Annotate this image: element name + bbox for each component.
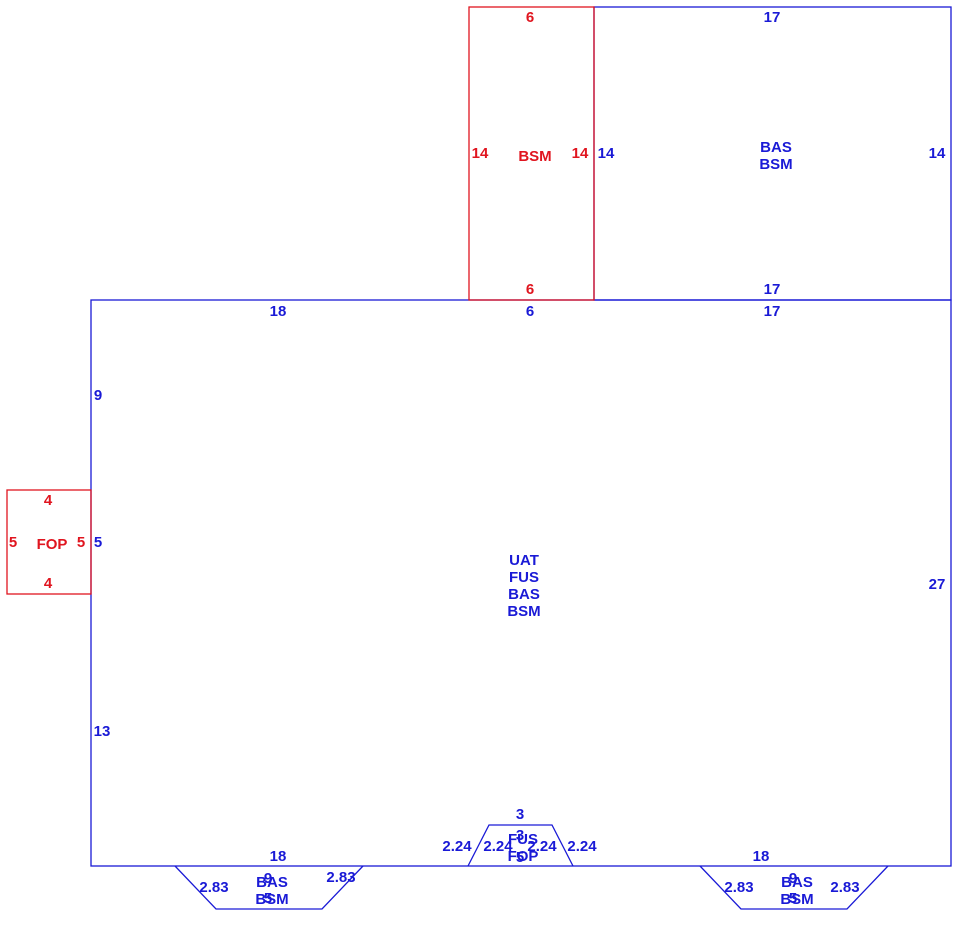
- main-left-upper-dim: 9: [94, 387, 102, 404]
- main-bottom-left-dim: 18: [270, 848, 287, 865]
- bay-right-outline: [699, 865, 889, 910]
- bsm-annex-code: BSM: [518, 148, 551, 165]
- bay-center-code-1: FUS: [508, 831, 538, 848]
- bas-wing-bottom-dim: 17: [764, 281, 781, 298]
- bas-wing-code-2: BSM: [759, 156, 792, 173]
- bay-center-outer-right-dim: 2.24: [567, 838, 597, 855]
- main-top-mid-dim: 6: [526, 303, 534, 320]
- fop-left-dim: 5: [9, 534, 17, 551]
- bay-left-code-2: BSM: [255, 891, 288, 908]
- fop-right-dim: 5: [77, 534, 85, 551]
- bay-right-right-dim: 2.83: [830, 879, 859, 896]
- main-left-fop-dim: 5: [94, 534, 102, 551]
- bas-wing-top-dim: 17: [764, 9, 781, 26]
- main-bottom-right-dim: 18: [753, 848, 770, 865]
- bay-left-bottom-dim: 5: [264, 890, 272, 907]
- bay-left-outline: [174, 865, 364, 910]
- bsm-annex-left-dim: 14: [472, 145, 489, 162]
- bay-left-left-dim: 2.83: [199, 879, 228, 896]
- bay-center-outline: [467, 824, 574, 867]
- main-left-lower-dim: 13: [94, 723, 111, 740]
- bay-left-code-1: BAS: [256, 874, 288, 891]
- bas-wing-left-dim: 14: [598, 145, 615, 162]
- bay-right-code-1: BAS: [781, 874, 813, 891]
- bay-left-top-dim: 9: [264, 870, 272, 887]
- bay-center-top-dim: 3: [516, 806, 524, 823]
- bay-left-right-dim: 2.83: [326, 869, 355, 886]
- bay-right-top-dim: 9: [789, 870, 797, 887]
- main-top-right-dim: 17: [764, 303, 781, 320]
- bay-center-inner-right-dim: 2.24: [527, 838, 557, 855]
- main-code-4: BSM: [507, 603, 540, 620]
- bay-right-bottom-dim: 5: [789, 890, 797, 907]
- bay-center-code-2: FOP: [508, 848, 539, 865]
- main-right-dim: 27: [929, 576, 946, 593]
- fop-bottom-dim: 4: [44, 575, 53, 592]
- bsm-annex-right-dim: 14: [572, 145, 589, 162]
- fop-code: FOP: [37, 536, 68, 553]
- fop-top-dim: 4: [44, 492, 53, 509]
- main-code-1: UAT: [509, 552, 539, 569]
- bay-center-inner-top-dim: 3: [516, 827, 524, 844]
- bay-center-inner-left-dim: 2.24: [483, 838, 513, 855]
- main-code-3: BAS: [508, 586, 540, 603]
- bay-center-outer-left-dim: 2.24: [442, 838, 472, 855]
- bas-wing-code-1: BAS: [760, 139, 792, 156]
- bsm-annex-outline: [468, 6, 595, 301]
- bay-right-left-dim: 2.83: [724, 879, 753, 896]
- bay-center-inner-bottom-dim: 5: [516, 849, 524, 866]
- bas-wing-right-dim: 14: [929, 145, 946, 162]
- fop-porch-outline: [6, 489, 92, 595]
- main-top-left-dim: 18: [270, 303, 287, 320]
- bsm-annex-bottom-dim: 6: [526, 281, 534, 298]
- bay-right-code-2: BSM: [780, 891, 813, 908]
- main-code-2: FUS: [509, 569, 539, 586]
- bsm-annex-top-dim: 6: [526, 9, 534, 26]
